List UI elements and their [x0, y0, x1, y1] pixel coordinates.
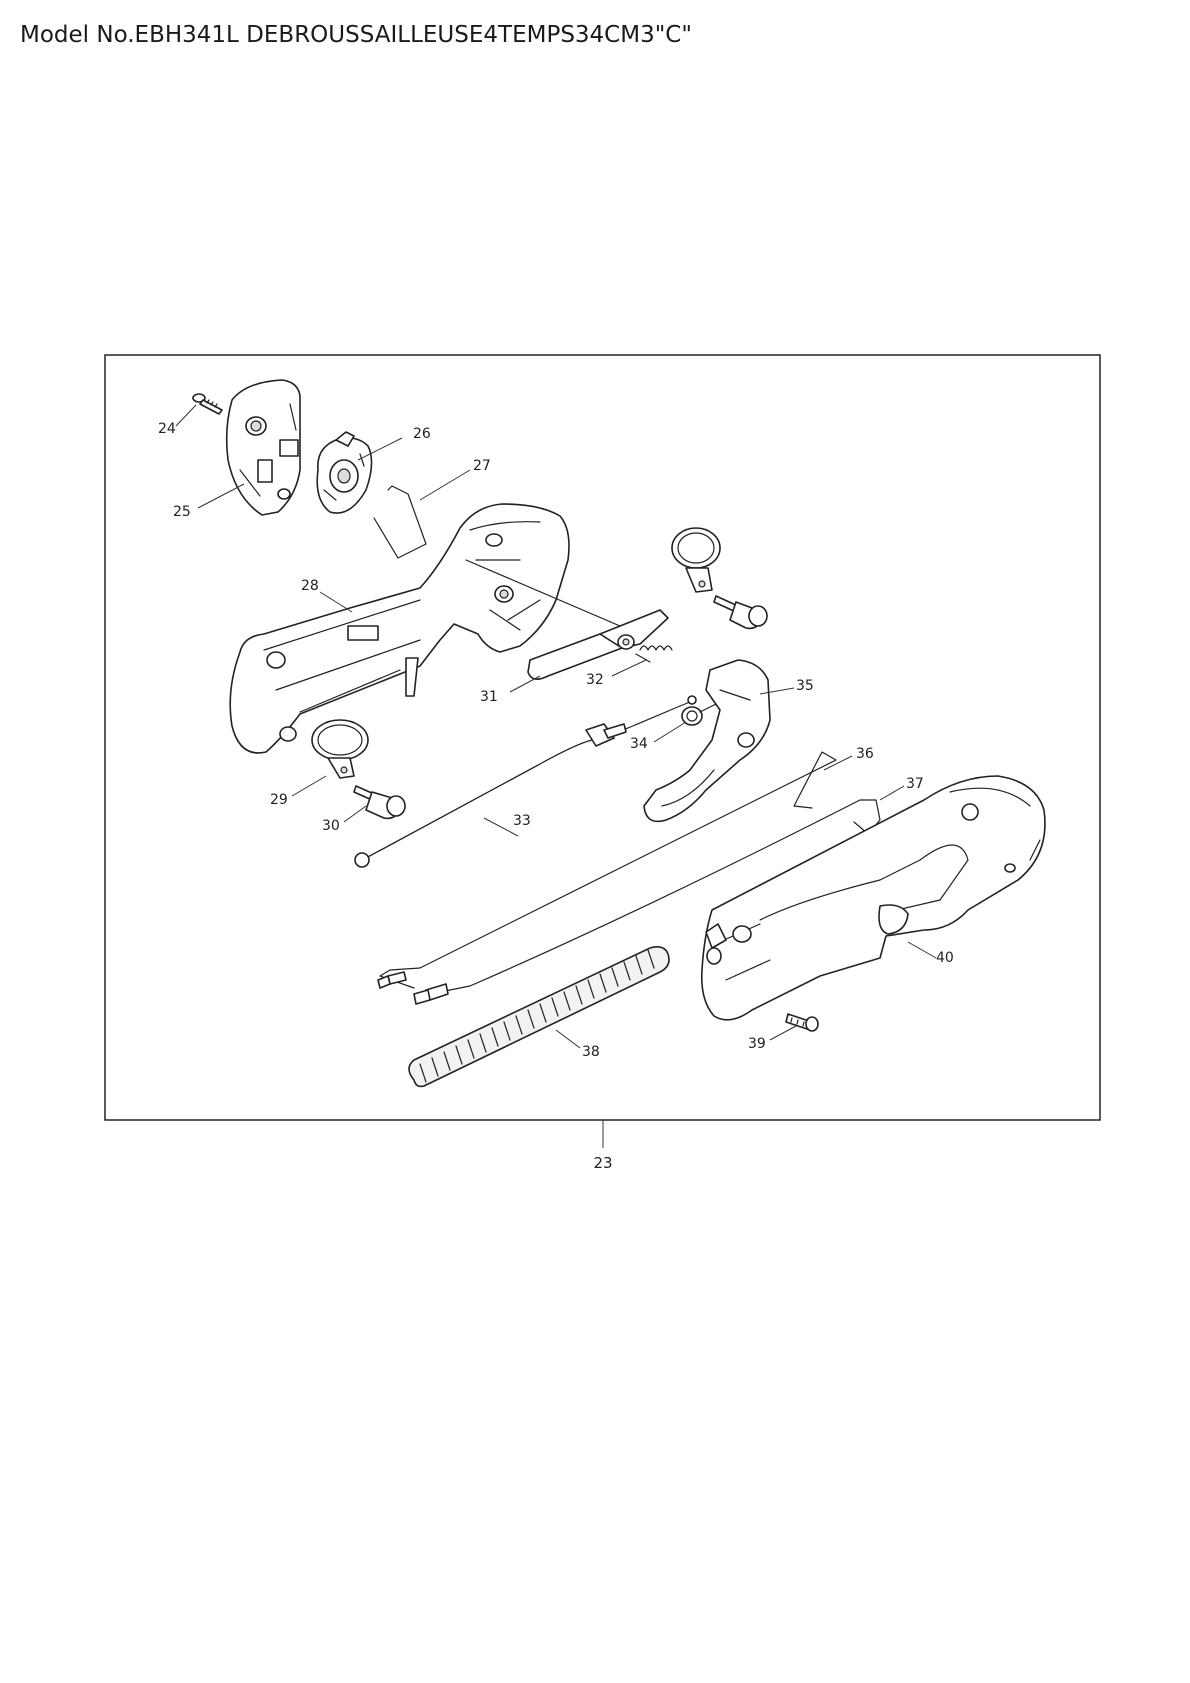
callout-31: 31 [480, 689, 498, 705]
callout-29: 29 [270, 792, 288, 808]
part-24-screw [192, 393, 223, 415]
part-36-wire [377, 751, 837, 989]
part-26-switch-knob [316, 431, 373, 514]
page-title: Model No.EBH341L DEBROUSSAILLEUSE4TEMPS3… [20, 22, 692, 48]
callout-36: 36 [856, 746, 874, 762]
part-35-lock-lever [643, 659, 771, 823]
callout-23: 23 [593, 1154, 612, 1172]
part-bolt-upper [713, 595, 768, 630]
callout-24: 24 [158, 421, 176, 437]
callout-33: 33 [513, 813, 531, 829]
part-32-spring [635, 645, 673, 663]
part-28-handle-housing [229, 503, 621, 754]
part-39-screw [785, 1013, 819, 1032]
callout-32: 32 [586, 672, 604, 688]
part-clamp-upper [671, 527, 721, 593]
part-40-handle-grip [700, 775, 1046, 1021]
part-30-bolt [353, 785, 406, 820]
callout-38: 38 [582, 1044, 600, 1060]
callout-26: 26 [413, 426, 431, 442]
callout-28: 28 [301, 578, 319, 594]
callout-25: 25 [173, 504, 191, 520]
callout-37: 37 [906, 776, 924, 792]
callout-39: 39 [748, 1036, 766, 1052]
part-31-throttle-trigger [527, 609, 669, 680]
part-29-clamp [311, 719, 369, 779]
part-37-stop-wire [413, 799, 881, 1005]
part-34-spring [681, 703, 717, 726]
callout-34: 34 [630, 736, 648, 752]
callout-30: 30 [322, 818, 340, 834]
part-38-coil-spring [408, 946, 670, 1088]
part-33-throttle-cable [354, 695, 697, 868]
callout-35: 35 [796, 678, 814, 694]
callout-40: 40 [936, 950, 954, 966]
part-27-wire-spring [373, 485, 427, 559]
callout-27: 27 [473, 458, 491, 474]
part-25-side-cover [225, 379, 301, 516]
